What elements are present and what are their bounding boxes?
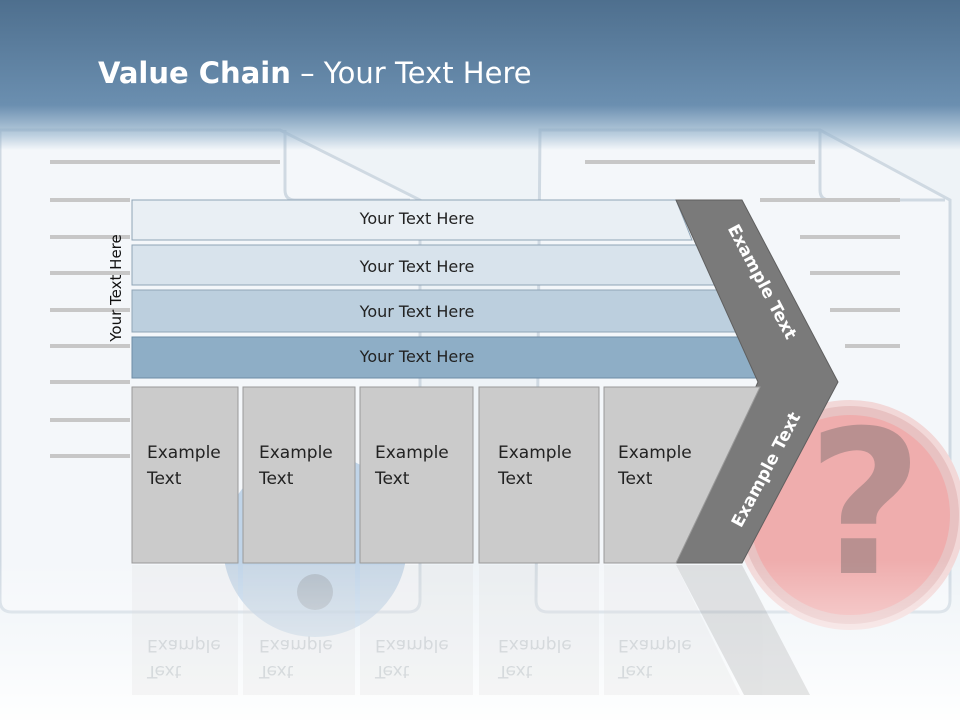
primary-box-1-line2: Text xyxy=(147,469,182,489)
support-row-1-label: Your Text Here xyxy=(359,209,475,228)
title-rest: – Your Text Here xyxy=(290,56,532,90)
primary-box-3-line1: Example xyxy=(375,443,449,463)
margin-chevron xyxy=(675,199,839,564)
title-bar xyxy=(0,0,960,150)
primary-box-4-line2: Text xyxy=(498,469,533,489)
primary-box-4-reflection-line2: Text xyxy=(498,661,533,681)
primary-box-3-reflection: Text Example xyxy=(375,632,449,684)
primary-box-1-line1: Example xyxy=(147,443,221,463)
primary-box-5-line1: Example xyxy=(618,443,692,463)
primary-box-2-reflection: Text Example xyxy=(259,632,333,684)
primary-box-2-reflection-line1: Example xyxy=(259,635,333,655)
primary-box-3-line2: Text xyxy=(375,469,410,489)
primary-box-2-line1: Example xyxy=(259,443,333,463)
primary-box-1-reflection-line1: Example xyxy=(147,635,221,655)
primary-box-1-reflection: Text Example xyxy=(147,632,221,684)
primary-box-5-reflection: Text Example xyxy=(618,632,692,684)
primary-box-2-line2: Text xyxy=(259,469,294,489)
slide-title: Value Chain – Your Text Here xyxy=(98,56,532,90)
primary-box-2 xyxy=(242,386,356,564)
primary-box-5-line2: Text xyxy=(618,469,653,489)
primary-box-4-reflection-line1: Example xyxy=(498,635,572,655)
primary-box-5-reflection-line2: Text xyxy=(618,661,653,681)
primary-box-4-reflection: Text Example xyxy=(498,632,572,684)
primary-box-5 xyxy=(603,386,761,564)
primary-box-1-reflection-line2: Text xyxy=(147,661,182,681)
support-row-2-label: Your Text Here xyxy=(359,257,475,276)
primary-box-5-reflection-line1: Example xyxy=(618,635,692,655)
title-bold: Value Chain xyxy=(98,56,291,90)
question-mark-icon: ? xyxy=(806,388,923,621)
primary-box-1 xyxy=(131,386,239,564)
support-row-4-label: Your Text Here xyxy=(359,347,475,366)
primary-box-4 xyxy=(478,386,600,564)
primary-box-3 xyxy=(359,386,474,564)
support-row-3-label: Your Text Here xyxy=(359,302,475,321)
support-row-1 xyxy=(131,199,693,241)
primary-box-2-reflection-line2: Text xyxy=(259,661,294,681)
primary-box-3-reflection-line2: Text xyxy=(375,661,410,681)
side-label: Your Text Here xyxy=(107,234,125,342)
primary-box-4-line1: Example xyxy=(498,443,572,463)
primary-box-3-reflection-line1: Example xyxy=(375,635,449,655)
